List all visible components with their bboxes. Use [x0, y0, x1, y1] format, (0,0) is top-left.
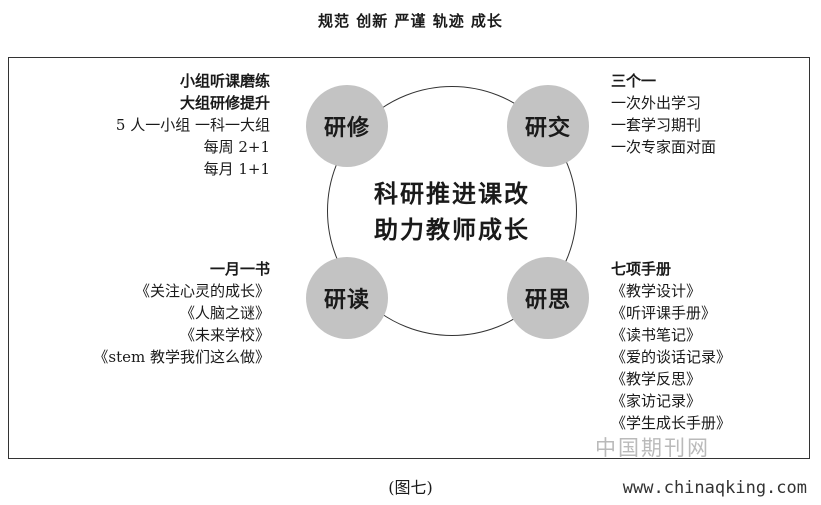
- figure-caption: (图七): [388, 478, 433, 497]
- block-line: 《未来学校》: [179, 326, 270, 344]
- watermark-logo-text: 中国期刊网: [595, 436, 710, 460]
- block-line: 《stem 教学我们这么做》: [93, 348, 270, 366]
- block-line: 《家访记录》: [611, 392, 702, 410]
- block-line: 5 人一小组 一科一大组: [115, 116, 270, 134]
- block-line: 一套学习期刊: [611, 116, 702, 134]
- block-line: 《关注心灵的成长》: [134, 282, 270, 300]
- block-line: 一次外出学习: [611, 94, 702, 112]
- node-yanxiu: 研修: [306, 85, 388, 167]
- block-line: 《读书笔记》: [611, 326, 702, 344]
- block-line: 每月 1+1: [203, 160, 270, 178]
- diagram-title: 规范 创新 严谨 轨迹 成长: [318, 12, 503, 30]
- block-line: 《学生成长手册》: [611, 414, 732, 432]
- block-top-left: 小组听课磨练 大组研修提升 5 人一小组 一科一大组 每周 2+1 每月 1+1: [116, 70, 270, 180]
- node-yandu: 研读: [306, 257, 388, 339]
- block-line: 《教学设计》: [611, 282, 702, 300]
- center-line-1: 科研推进课改: [374, 180, 530, 208]
- diagram-frame: [8, 57, 810, 459]
- block-line: 一次专家面对面: [611, 138, 717, 156]
- watermark-url: www.chinaqking.com: [622, 478, 807, 498]
- node-yanjiao: 研交: [507, 85, 589, 167]
- block-head: 大组研修提升: [179, 94, 270, 112]
- block-line: 《爱的谈话记录》: [611, 348, 732, 366]
- block-head: 七项手册: [611, 260, 672, 278]
- node-yansi: 研思: [507, 257, 589, 339]
- center-ring: [327, 86, 577, 336]
- block-line: 每周 2+1: [203, 138, 270, 156]
- center-text: 科研推进课改 助力教师成长: [340, 176, 564, 248]
- block-line: 《听评课手册》: [611, 304, 717, 322]
- block-bottom-right: 七项手册 《教学设计》 《听评课手册》 《读书笔记》 《爱的谈话记录》 《教学反…: [611, 258, 731, 434]
- block-head: 三个一: [611, 72, 657, 90]
- block-head: 一月一书: [209, 260, 270, 278]
- block-bottom-left: 一月一书 《关注心灵的成长》 《人脑之谜》 《未来学校》 《stem 教学我们这…: [93, 258, 270, 368]
- block-line: 《人脑之谜》: [179, 304, 270, 322]
- block-top-right: 三个一 一次外出学习 一套学习期刊 一次专家面对面: [611, 70, 716, 158]
- block-line: 《教学反思》: [611, 370, 702, 388]
- block-head: 小组听课磨练: [179, 72, 270, 90]
- center-line-2: 助力教师成长: [374, 216, 530, 244]
